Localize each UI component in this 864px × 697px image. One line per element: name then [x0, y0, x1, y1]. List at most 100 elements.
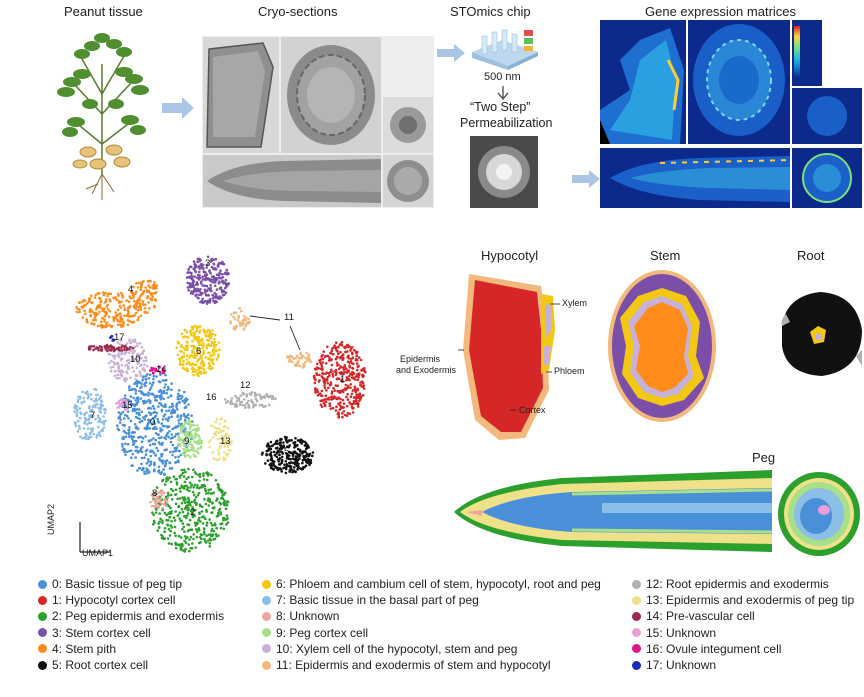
- umap-point: [142, 349, 146, 352]
- umap-point: [233, 318, 237, 321]
- umap-point: [142, 393, 145, 396]
- umap-point: [308, 358, 311, 362]
- umap-point: [166, 426, 169, 429]
- umap-point: [211, 524, 214, 527]
- umap-point: [167, 435, 170, 439]
- umap-point: [230, 399, 233, 403]
- legend-label: 6: Phloem and cambium cell of stem, hypo…: [276, 577, 601, 592]
- umap-point: [351, 370, 354, 374]
- umap-point: [162, 405, 166, 408]
- legend-item: 10: Xylem cell of the hypocotyl, stem an…: [262, 641, 601, 657]
- umap-point: [208, 351, 211, 355]
- umap-point: [118, 415, 121, 418]
- umap-point: [178, 517, 181, 520]
- umap-point: [106, 307, 110, 311]
- umap-point: [139, 374, 143, 378]
- umap-point: [145, 462, 149, 465]
- umap-point: [294, 451, 298, 455]
- umap-point: [192, 493, 196, 497]
- umap-point: [173, 411, 177, 414]
- umap-point: [103, 324, 106, 328]
- arrow-right-icon: [437, 44, 465, 62]
- umap-point: [362, 369, 366, 372]
- umap-point: [307, 356, 311, 360]
- umap-point: [339, 397, 342, 401]
- umap-point: [87, 421, 91, 425]
- legend-item: 15: Unknown: [632, 625, 854, 641]
- umap-point: [204, 333, 207, 337]
- legend-item: 14: Pre-vascular cell: [632, 608, 854, 624]
- umap-point: [239, 309, 243, 313]
- umap-point: [96, 403, 99, 406]
- umap-point: [190, 290, 193, 293]
- umap-point: [116, 318, 119, 321]
- umap-point: [160, 536, 164, 540]
- umap-point: [135, 281, 138, 285]
- umap-point: [121, 344, 124, 347]
- umap-point: [188, 489, 191, 493]
- umap-point: [215, 499, 218, 502]
- umap-point: [165, 500, 169, 504]
- umap-point: [210, 473, 213, 477]
- umap-point: [253, 391, 257, 395]
- umap-point: [89, 409, 92, 412]
- umap-point: [152, 371, 155, 375]
- umap-point: [207, 287, 210, 290]
- umap-point: [177, 422, 181, 425]
- umap-point: [174, 488, 178, 492]
- stem-spatial-map: [608, 270, 716, 422]
- umap-point: [150, 298, 154, 301]
- umap-point: [154, 454, 157, 457]
- umap-point: [245, 393, 248, 396]
- umap-point: [117, 401, 120, 404]
- umap-point: [163, 472, 166, 476]
- umap-point: [168, 461, 172, 465]
- umap-point: [95, 308, 98, 311]
- umap-point: [151, 383, 154, 387]
- umap-point: [154, 511, 158, 514]
- cortex-label: Cortex: [519, 405, 546, 415]
- umap-point: [275, 451, 279, 454]
- umap-point: [194, 363, 198, 367]
- umap-point: [304, 455, 307, 459]
- umap-point: [120, 300, 123, 303]
- umap-point: [293, 458, 296, 461]
- umap-point: [217, 453, 220, 456]
- umap-point: [334, 357, 338, 361]
- umap-point: [299, 364, 302, 368]
- umap-point: [167, 512, 170, 515]
- umap-point: [140, 356, 143, 360]
- umap-point: [342, 371, 345, 374]
- umap-point: [155, 399, 158, 402]
- umap-point: [283, 435, 287, 439]
- umap-point: [294, 356, 298, 360]
- umap-point: [183, 443, 187, 446]
- umap-point: [217, 484, 220, 487]
- umap-cluster-label: 17: [114, 332, 125, 343]
- umap-point: [201, 278, 205, 281]
- umap-point: [89, 313, 92, 317]
- umap-point: [286, 356, 290, 359]
- umap-point: [147, 439, 151, 442]
- umap-point: [126, 363, 129, 367]
- umap-point: [194, 508, 197, 512]
- umap-point: [187, 543, 190, 546]
- umap-point: [204, 278, 207, 282]
- umap-point: [132, 306, 136, 309]
- umap-point: [183, 507, 187, 510]
- umap-point: [138, 413, 141, 417]
- umap-point: [195, 276, 199, 279]
- legend-dot-icon: [632, 660, 641, 670]
- umap-point: [178, 394, 182, 398]
- umap-point: [79, 411, 82, 414]
- umap-point: [169, 512, 172, 515]
- umap-point: [188, 265, 192, 269]
- umap-point: [304, 464, 308, 467]
- umap-point: [172, 475, 176, 478]
- umap-point: [191, 443, 194, 447]
- umap-point: [141, 300, 145, 303]
- umap-point: [200, 484, 204, 487]
- umap-point: [212, 262, 216, 266]
- umap-point: [121, 442, 124, 446]
- umap-point: [218, 422, 221, 426]
